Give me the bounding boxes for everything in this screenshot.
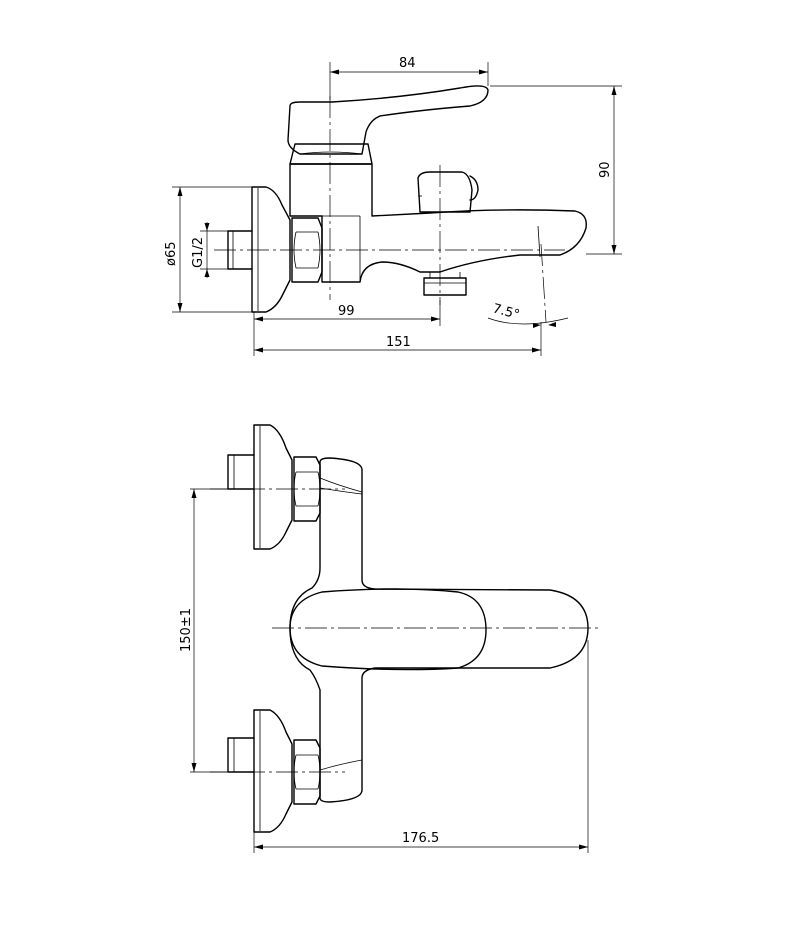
top-view (210, 424, 600, 833)
side-dimensions: 84 90 ø65 G1/2 99 151 (164, 56, 622, 356)
dim-diameter-label: ø65 (164, 242, 179, 267)
dim-90-label: 90 (598, 161, 613, 178)
top-mixer-body (289, 457, 589, 803)
top-lower-inlet-pipe (227, 737, 255, 773)
side-bottom-outlet (423, 277, 467, 296)
top-diverter-oval (289, 588, 487, 671)
top-upper-inlet-pipe (227, 454, 255, 490)
dim-84-label: 84 (399, 56, 416, 71)
side-diverter-knob (417, 171, 473, 213)
side-mixer-body (289, 163, 587, 283)
top-lower-flange (253, 709, 293, 833)
side-lever-handle (287, 85, 489, 155)
top-upper-flange (253, 424, 293, 550)
side-view (214, 85, 587, 323)
top-dimensions: 150±1 176.5 (179, 488, 589, 853)
dim-99-label: 99 (338, 304, 355, 319)
dim-spacing-label: 150±1 (179, 608, 194, 652)
dim-151-label: 151 (386, 335, 411, 350)
dim-176-label: 176.5 (402, 831, 439, 846)
dim-angle-label: 7.5° (491, 301, 521, 323)
dim-thread-label: G1/2 (191, 237, 206, 268)
side-wall-flange (251, 186, 291, 313)
side-handle-base (289, 143, 373, 165)
